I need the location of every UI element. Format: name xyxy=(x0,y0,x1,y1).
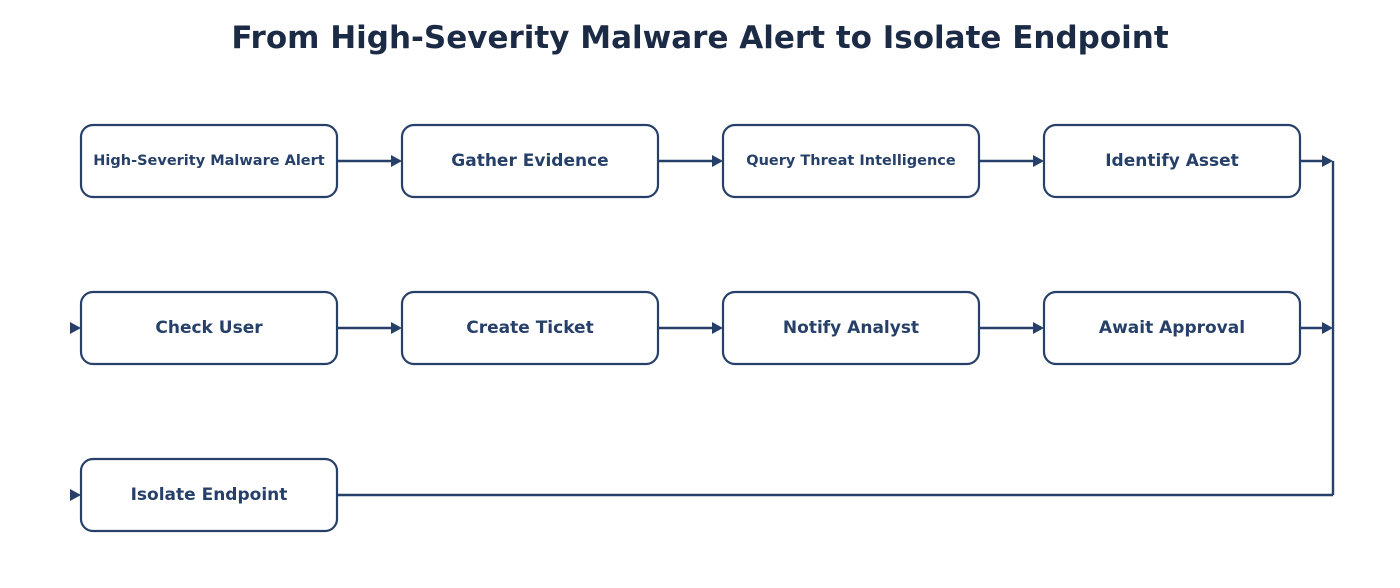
edge-alert-to-evidence-arrowhead xyxy=(391,155,402,167)
node-asset: Identify Asset xyxy=(1042,123,1302,199)
edge-notify-to-approval-arrowhead xyxy=(1033,322,1044,334)
node-label: Create Ticket xyxy=(466,318,593,338)
node-box xyxy=(721,123,981,199)
node-box xyxy=(79,457,339,533)
node-label: Notify Analyst xyxy=(783,318,919,338)
node-label: Isolate Endpoint xyxy=(131,485,288,505)
edge-user-to-ticket-arrowhead xyxy=(391,322,402,334)
node-label: High-Severity Malware Alert xyxy=(93,153,325,169)
node-isolate: Isolate Endpoint xyxy=(79,457,339,533)
node-notify: Notify Analyst xyxy=(721,290,981,366)
node-label: Query Threat Intelligence xyxy=(746,153,956,169)
edge-intel-to-asset-arrowhead xyxy=(1033,155,1044,167)
node-ticket: Create Ticket xyxy=(400,290,660,366)
edge-asset-to-user-out-arrowhead xyxy=(1322,155,1333,167)
node-box xyxy=(400,290,660,366)
node-box xyxy=(79,123,339,199)
node-user: Check User xyxy=(79,290,339,366)
edges-layer xyxy=(70,155,1335,501)
node-box xyxy=(1042,123,1302,199)
node-box xyxy=(1042,290,1302,366)
node-label: Gather Evidence xyxy=(451,151,608,171)
node-box xyxy=(400,123,660,199)
node-box xyxy=(721,290,981,366)
edge-approval-to-isolate-out-arrowhead xyxy=(1322,322,1333,334)
node-alert: High-Severity Malware Alert xyxy=(79,123,339,199)
node-approval: Await Approval xyxy=(1042,290,1302,366)
edge-approval-to-isolate-in-arrowhead xyxy=(70,489,81,501)
diagram-title: From High-Severity Malware Alert to Isol… xyxy=(231,20,1169,56)
node-label: Identify Asset xyxy=(1105,151,1239,171)
nodes-layer: High-Severity Malware Alert Gather Eviden… xyxy=(79,123,1302,533)
edge-evidence-to-intel-arrowhead xyxy=(712,155,723,167)
node-label: Await Approval xyxy=(1099,318,1245,338)
node-intel: Query Threat Intelligence xyxy=(721,123,981,199)
node-label: Check User xyxy=(155,318,263,338)
node-box xyxy=(79,290,339,366)
edge-ticket-to-notify-arrowhead xyxy=(712,322,723,334)
node-evidence: Gather Evidence xyxy=(400,123,660,199)
edge-asset-to-user-in-arrowhead xyxy=(70,322,81,334)
